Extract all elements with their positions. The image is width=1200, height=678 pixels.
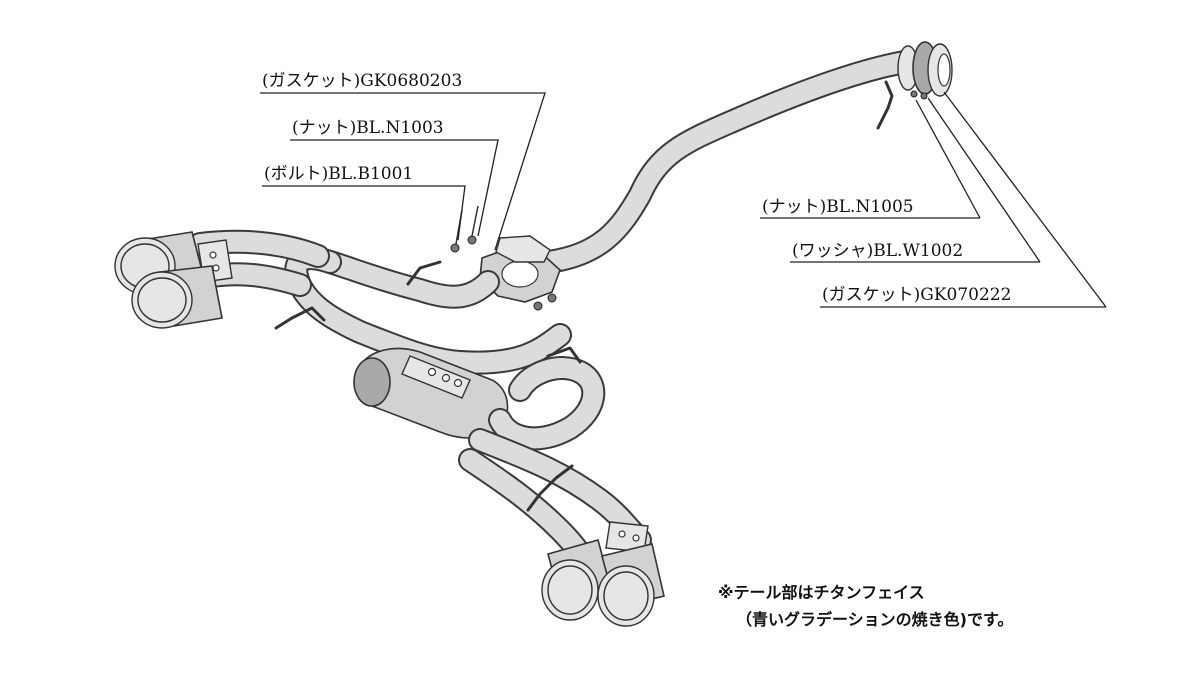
- label-bolt-front: (ボルト)BL.B1001: [264, 164, 413, 184]
- note-line-1: ※テール部はチタンフェイス: [718, 583, 925, 602]
- label-nut-front: (ナット)BL.N1003: [292, 118, 444, 138]
- leader-lines-front: [260, 92, 546, 251]
- mid-flange: [450, 205, 561, 311]
- front-pipe: [536, 50, 917, 274]
- muffler: [353, 347, 509, 439]
- y-pipe: [318, 250, 500, 309]
- hanger-left: [274, 306, 326, 330]
- tail-right-left: [541, 539, 613, 621]
- note-line-2: （青いグラデーションの焼き色)です。: [736, 610, 1013, 629]
- label-washer-rear: (ワッシャ)BL.W1002: [792, 241, 963, 261]
- tail-left-lower: [131, 265, 223, 329]
- leader-lines-rear: [760, 91, 1107, 308]
- left-tail-pipes: [188, 229, 330, 297]
- label-gasket-front: (ガスケット)GK0680203: [262, 71, 462, 91]
- tail-right-right: [597, 543, 665, 627]
- label-gasket-rear: (ガスケット)GK070222: [822, 285, 1011, 305]
- front-connection: [876, 41, 953, 130]
- right-loop-pipe: [488, 346, 606, 451]
- label-nut-rear: (ナット)BL.N1005: [762, 197, 914, 217]
